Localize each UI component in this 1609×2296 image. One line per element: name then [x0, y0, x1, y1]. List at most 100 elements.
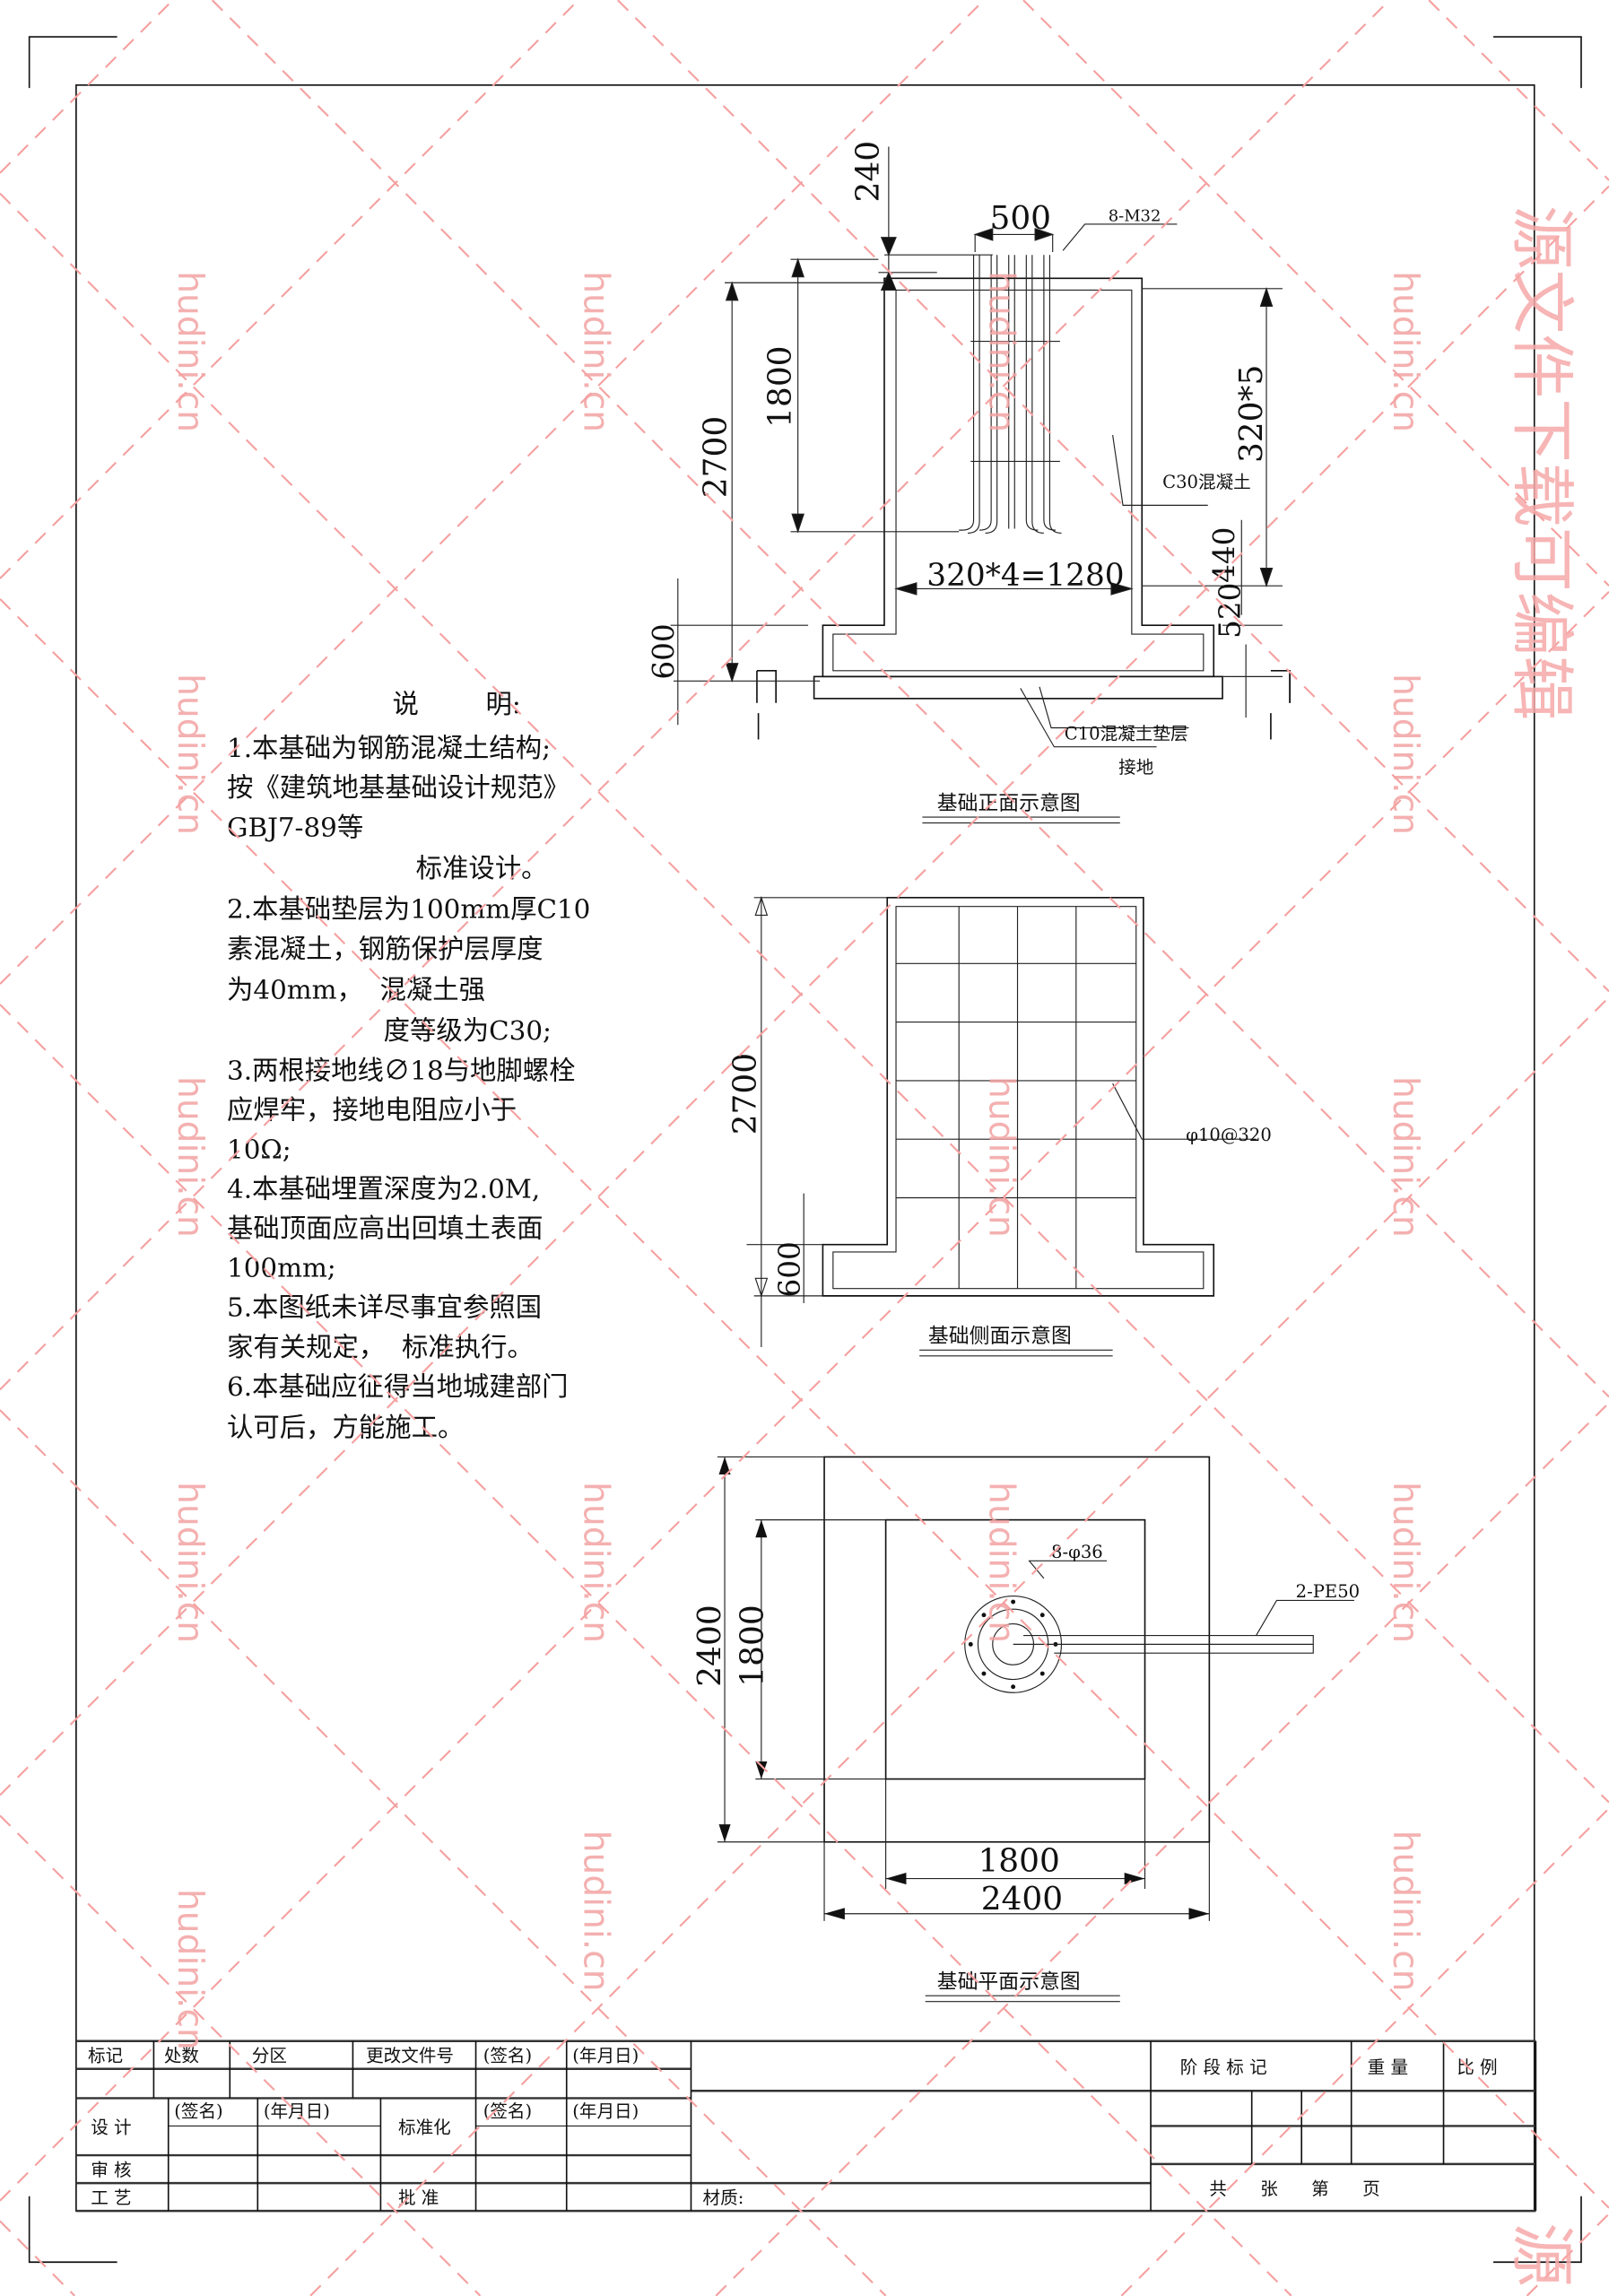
note-line: 基础顶面应高出回填土表面 — [227, 1213, 544, 1244]
tb-design-label: 设 计 — [91, 2118, 131, 2138]
tb-process-label: 工 艺 — [91, 2187, 131, 2208]
watermark-line — [0, 0, 174, 174]
watermark-line — [0, 598, 1609, 2209]
watermark-line — [0, 2220, 76, 2296]
side-view-title: 基础侧面示意图 — [928, 1325, 1072, 1348]
anchor-bolts — [959, 255, 1062, 534]
note-line: 3.两根接地线∅18与地脚螺栓 — [227, 1055, 576, 1085]
watermark-line — [1428, 0, 1609, 181]
watermark-site-label: hudini.cn — [575, 1831, 615, 1992]
tb-stage-label: 阶 段 标 记 — [1180, 2057, 1267, 2078]
watermark-line — [0, 1409, 887, 2296]
watermark-line — [0, 192, 1609, 1804]
note-line: 标准设计。 — [416, 853, 548, 883]
note-line: 1.本基础为钢筋混凝土结构; — [227, 733, 551, 763]
side-view: 2700 600 φ10@320 基础侧面示意图 — [726, 896, 1272, 1357]
watermark-site-label: hudini.cn — [170, 271, 210, 432]
watermark-line — [211, 0, 1609, 1398]
dim-2700-side: 2700 — [726, 1053, 763, 1135]
note-line: 素混凝土，钢筋保护层厚度 — [227, 934, 544, 964]
note-line: 家有关规定， 标准执行。 — [227, 1332, 534, 1362]
tb-sign-label: (签名) — [483, 2046, 532, 2066]
dim-440: 440 — [1207, 527, 1241, 583]
watermark-line — [0, 185, 1609, 1796]
watermark-line — [715, 1402, 1609, 2296]
tb-scale-label: 比 例 — [1457, 2057, 1497, 2078]
label-c30-concrete: C30混凝土 — [1162, 472, 1251, 492]
watermark-line — [0, 0, 1390, 1391]
tb-count-label: 处数 — [164, 2046, 200, 2066]
watermark-site-text: hudini.cn hudini.cn hudini.cn hudini.cn hudi… — [170, 271, 1425, 2050]
tb-approve-label: 批 准 — [398, 2187, 439, 2208]
note-line: 6.本基础应征得当地城建部门 — [227, 1371, 569, 1402]
note-line: 度等级为C30; — [384, 1015, 552, 1046]
tb-material-label: 材质: — [703, 2187, 744, 2208]
watermark-corner: 源 — [1504, 2222, 1579, 2287]
tb-mark-label: 标记 — [88, 2046, 123, 2066]
label-rebar: φ10@320 — [1186, 1125, 1272, 1145]
watermark-site-label: hudini.cn — [980, 271, 1021, 432]
sheet-corner-marks — [28, 36, 1582, 2264]
title-block: 标记 处数 分区 更改文件号 (签名) (年月日) 设 计 (签名) (年月日)… — [75, 2039, 1537, 2213]
watermark-site-label: hudini.cn — [1385, 1482, 1425, 1643]
tb-weight-label: 重 量 — [1368, 2057, 1408, 2078]
notes-heading: 说 明: — [392, 689, 520, 719]
dim-1800-horizontal: 1800 — [978, 1842, 1059, 1879]
watermark-line — [0, 0, 985, 985]
note-line: 100mm; — [227, 1253, 336, 1283]
dim-2400-horizontal: 2400 — [981, 1881, 1063, 1918]
plan-view: 8-φ36 2-PE50 2400 1800 1800 2400 基础平面示意图 — [691, 1456, 1360, 2003]
tb-date-label: (年月日) — [572, 2046, 639, 2066]
dim-1280: 320*4=1280 — [926, 558, 1124, 594]
watermark-line — [1120, 1807, 1609, 2296]
watermark-line — [1022, 0, 1609, 587]
watermark-site-label: hudini.cn — [1385, 271, 1425, 432]
label-c10-cushion: C10混凝土垫层 — [1065, 724, 1188, 744]
watermark-site-label: hudini.cn — [170, 1889, 210, 2050]
note-line: 按《建筑地基基础设计规范》 — [227, 772, 570, 803]
note-line: 10Ω; — [227, 1134, 291, 1164]
label-pe-pipe: 2-PE50 — [1296, 1581, 1360, 1602]
tb-standardize-label: 标准化 — [398, 2118, 451, 2138]
tb-std-sign-label: (签名) — [483, 2101, 532, 2122]
dim-1800-vertical: 1800 — [734, 1605, 770, 1686]
note-line: 应焊牢，接地电阻应小于 — [227, 1094, 517, 1125]
dim-320x5: 320*5 — [1233, 365, 1270, 463]
dim-600-side: 600 — [772, 1241, 806, 1297]
note-line: GBJ7-89等 — [227, 812, 363, 842]
note-line: 5.本图纸未详尽事宜参照国 — [227, 1292, 542, 1323]
watermark-site-label: hudini.cn — [980, 1076, 1021, 1238]
tb-change-doc-label: 更改文件号 — [366, 2046, 454, 2066]
tb-design-sign-label: (签名) — [174, 2101, 222, 2122]
tb-review-label: 审 核 — [91, 2160, 131, 2180]
watermark-line — [617, 0, 1609, 993]
watermark-site-label: hudini.cn — [1385, 1076, 1425, 1238]
note-line: 为40mm， 混凝土强 — [227, 974, 485, 1004]
watermark-line — [0, 1004, 1292, 2296]
watermark-line — [309, 996, 1609, 2296]
dim-1800: 1800 — [761, 345, 798, 427]
note-line: 2.本基础垫层为100mm厚C10 — [227, 894, 590, 925]
watermark-site-label: hudini.cn — [980, 1482, 1021, 1643]
plan-view-title: 基础平面示意图 — [937, 1970, 1081, 1994]
tb-sheets-label: 共 张 第 页 — [1209, 2179, 1379, 2199]
watermark-site-label: hudini.cn — [170, 1482, 210, 1643]
dim-500: 500 — [989, 200, 1051, 237]
watermark-banner: 源文件下载可编辑 — [1504, 205, 1579, 721]
dim-600: 600 — [647, 623, 681, 679]
dim-2700: 2700 — [698, 416, 735, 498]
watermark-line — [1526, 2213, 1609, 2296]
dim-2400-vertical: 2400 — [691, 1605, 728, 1686]
watermark-site-label: hudini.cn — [1385, 1831, 1425, 1992]
drawing-frame — [75, 84, 1535, 2212]
watermark-site-label: hudini.cn — [1385, 674, 1425, 835]
watermark-line — [0, 1814, 482, 2296]
design-notes: 说 明: 1.本基础为钢筋混凝土结构; 按《建筑地基基础设计规范》 GBJ7-8… — [227, 689, 590, 1442]
note-line: 认可后，方能施工。 — [227, 1413, 464, 1443]
tb-zone-label: 分区 — [252, 2046, 287, 2066]
watermark-site-label: hudini.cn — [170, 1076, 210, 1238]
label-grounding: 接地 — [1118, 757, 1153, 778]
label-bolt-holes: 8-φ36 — [1051, 1542, 1103, 1562]
